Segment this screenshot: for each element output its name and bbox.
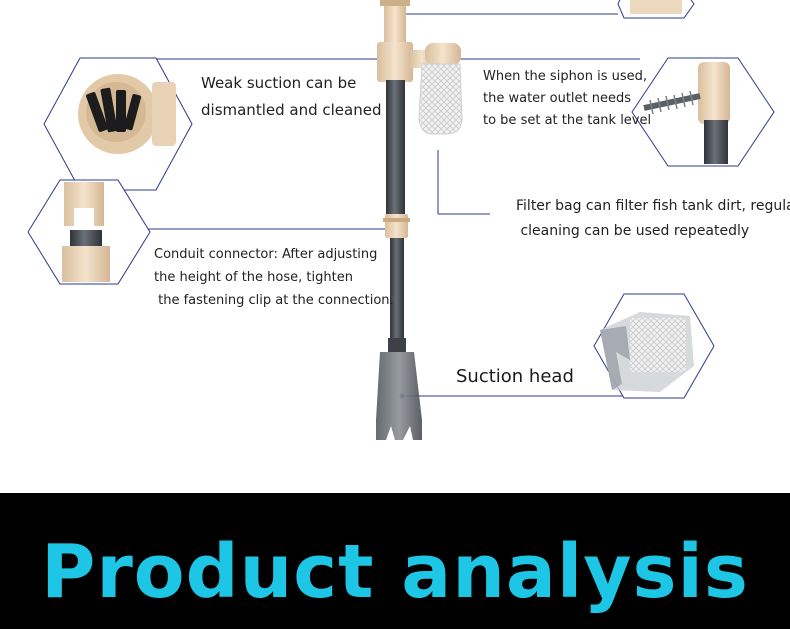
title-banner: Product analysis xyxy=(0,493,790,629)
top-stem xyxy=(384,0,406,44)
lower-hose xyxy=(390,238,404,348)
connector-ring xyxy=(383,218,410,222)
hex-weak-suction xyxy=(43,57,193,191)
hex-conduit-detail xyxy=(27,179,151,285)
hex-suction-head xyxy=(593,293,715,399)
suction-head xyxy=(376,352,422,440)
callout-lines xyxy=(118,13,660,397)
hex-top-partial xyxy=(617,0,695,19)
head-neck xyxy=(388,338,406,352)
label-filter-bag: Filter bag can filter fish tank dirt, re… xyxy=(516,198,790,239)
label-suction-head: Suction head xyxy=(456,366,574,387)
conduit-connector xyxy=(385,214,408,238)
top-collar xyxy=(380,0,410,6)
label-conduit-connector: Conduit connector: After adjusting the h… xyxy=(154,247,394,308)
t-junction xyxy=(377,42,461,82)
hex-siphon-outlet xyxy=(631,57,775,167)
filter-bag xyxy=(418,63,463,135)
siphon-illustration xyxy=(27,0,775,440)
label-siphon-outlet: When the siphon is used, the water outle… xyxy=(483,69,652,128)
banner-title: Product analysis xyxy=(41,529,749,615)
label-weak-suction: Weak suction can be dismantled and clean… xyxy=(201,74,382,119)
upper-hose xyxy=(386,80,405,218)
product-diagram: Weak suction can be dismantled and clean… xyxy=(27,0,790,440)
